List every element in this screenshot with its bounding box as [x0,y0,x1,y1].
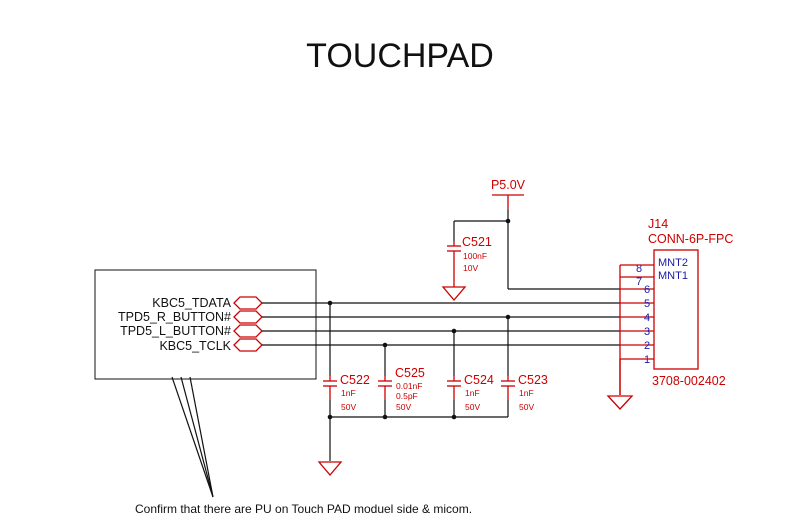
ground-symbol [441,286,467,302]
connector-j14: J14 CONN-6P-FPC 3708-002402 8 7 6 5 4 3 … [606,217,733,410]
ground-symbol [317,461,343,477]
c521-value: 100nF [463,251,487,261]
c524-voltage: 50V [465,402,480,412]
c523-voltage: 50V [519,402,534,412]
port-symbols [233,296,263,352]
pin-name-mnt1: MNT1 [658,270,688,282]
c525-voltage: 50V [396,402,411,412]
net-label-tpd5-l-button: TPD5_L_BUTTON# [120,324,231,338]
c524-value: 1nF [465,388,480,398]
c524-ref: C524 [464,373,494,387]
c521-voltage: 10V [463,263,478,273]
junction-dot [505,218,511,224]
c522-ref: C522 [340,373,370,387]
note-leader-line [171,376,214,498]
c522-voltage: 50V [341,402,356,412]
port-kbc5-tdata [233,296,263,310]
capacitor-c525: C525 0.01nF 0.5pF 50V [378,342,425,412]
ground-bus [317,400,509,477]
pin-number: 1 [644,354,650,366]
c523-value: 1nF [519,388,534,398]
note-leaders [171,376,214,498]
connector-ref: J14 [648,217,668,231]
pin-number: 4 [644,312,650,324]
connector-body [653,249,699,370]
connector-type: CONN-6P-FPC [648,232,733,246]
net-label-kbc5-tclk: KBC5_TCLK [159,339,231,353]
junction-dot [451,414,457,420]
connector-part-number: 3708-002402 [652,374,726,388]
port-tpd5-r-button [233,310,263,324]
port-tpd5-l-button [233,324,263,338]
c523-ref: C523 [518,373,548,387]
c525-value: 0.01nF [396,381,422,391]
c522-value: 1nF [341,388,356,398]
net-label-tpd5-r-button: TPD5_R_BUTTON# [118,310,231,324]
c521-ref: C521 [462,235,492,249]
pin-number: 3 [644,326,650,338]
capacitor-c522: C522 1nF 50V [323,300,370,412]
note-leader-line [189,376,214,498]
note-leader-line [180,376,214,498]
design-note: Confirm that there are PU on Touch PAD m… [135,502,472,516]
c525-ref: C525 [395,366,425,380]
junction-dot [382,414,388,420]
signal-wires [262,302,654,346]
pin-number: 8 [636,263,642,275]
pin-name-mnt2: MNT2 [658,257,688,269]
capacitor-c524: C524 1nF 50V [447,328,494,412]
capacitor-c521: C521 100nF 10V [441,221,492,302]
pin-number: 2 [644,340,650,352]
ground-symbol [606,395,634,410]
net-labels: KBC5_TDATA TPD5_R_BUTTON# TPD5_L_BUTTON#… [118,296,232,353]
port-kbc5-tclk [233,338,263,352]
c525-tolerance: 0.5pF [396,391,418,401]
net-label-kbc5-tdata: KBC5_TDATA [152,296,231,310]
pin-number: 7 [636,276,642,288]
power-rail-label: P5.0V [491,178,526,192]
power-rail: P5.0V [454,178,654,290]
pin-number: 5 [644,298,650,310]
note-box [94,269,317,380]
junction-dot [327,414,333,420]
pin-number: 6 [644,284,650,296]
capacitor-c523: C523 1nF 50V [501,314,548,412]
page-title: TOUCHPAD [306,37,494,75]
